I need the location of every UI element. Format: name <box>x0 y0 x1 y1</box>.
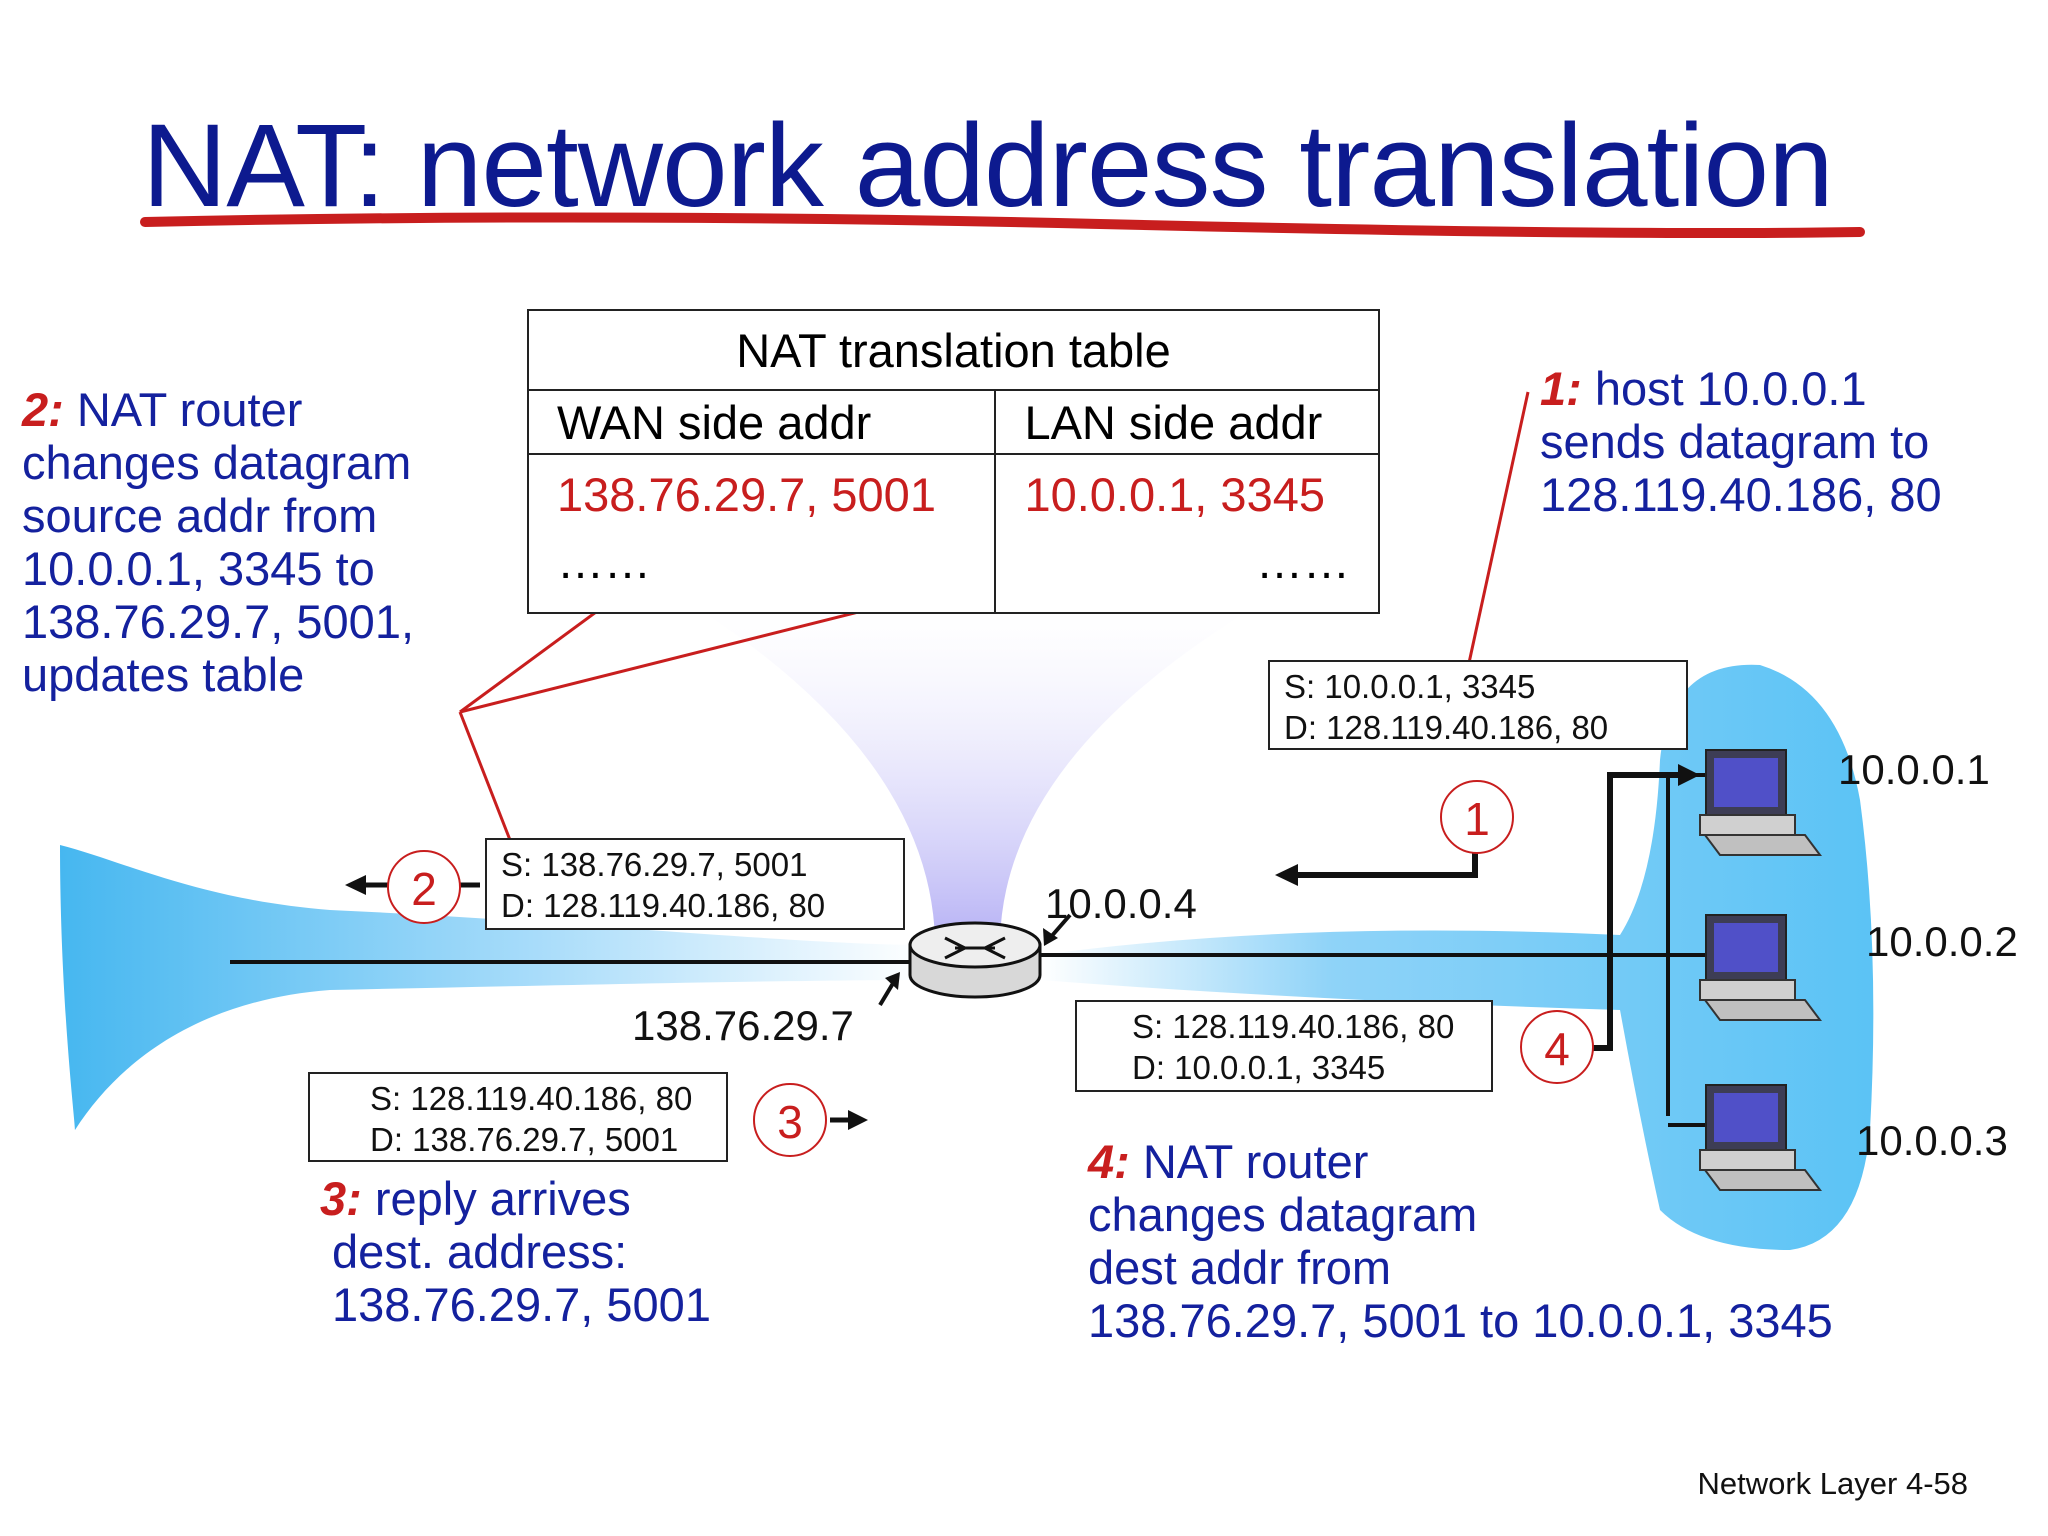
host-1-address: 10.0.0.1 <box>1838 746 1990 793</box>
step-circle-4: 4 <box>1520 1010 1594 1084</box>
footer-section: Network Layer <box>1697 1466 1898 1501</box>
table-cell-wan: 138.76.29.7, 5001 <box>528 454 997 534</box>
lan-cloud <box>1040 664 1874 1250</box>
router-wan-address: 138.76.29.7 <box>632 1002 854 1049</box>
step-2-text: 2: NAT router changes datagram source ad… <box>22 383 415 701</box>
nat-translation-table: NAT translation table WAN side addr LAN … <box>527 309 1380 614</box>
column-header-lan: LAN side addr <box>995 390 1379 455</box>
step-circle-1: 1 <box>1440 780 1514 854</box>
step-circle-3: 3 <box>753 1083 827 1157</box>
title-underline <box>140 212 1865 238</box>
host-computer-icon <box>1699 1084 1822 1191</box>
page-title: NAT: network address translation <box>142 100 1834 232</box>
footer-page-number: 4-58 <box>1905 1466 1968 1501</box>
host-computer-icon <box>1699 914 1822 1021</box>
column-header-wan: WAN side addr <box>528 390 997 455</box>
table-caption: NAT translation table <box>528 310 1379 391</box>
step-4-text: 4: NAT router changes datagram dest addr… <box>1088 1135 1833 1347</box>
packet-1: S: 10.0.0.1, 3345 D: 128.119.40.186, 80 <box>1268 660 1688 750</box>
host-3-address: 10.0.0.3 <box>1856 1117 2008 1164</box>
step-circle-2: 2 <box>387 850 461 924</box>
table-cell-lan: …… <box>1256 535 1350 588</box>
packet-4: S: 128.119.40.186, 80 D: 10.0.0.1, 3345 <box>1075 1000 1493 1092</box>
router-lan-address: 10.0.0.4 <box>1045 880 1197 927</box>
host-2-address: 10.0.0.2 <box>1866 918 2018 965</box>
table-cell-lan: 10.0.0.1, 3345 <box>1024 468 1325 521</box>
host-computer-icon <box>1699 749 1822 856</box>
packet-3: S: 128.119.40.186, 80 D: 138.76.29.7, 50… <box>308 1072 728 1162</box>
wan-horn <box>60 845 925 1130</box>
packet-2: S: 138.76.29.7, 5001 D: 128.119.40.186, … <box>485 838 905 930</box>
router-icon <box>908 921 1042 999</box>
zoom-funnel <box>700 610 1250 940</box>
step-1-text: 1: host 10.0.0.1 sends datagram to 128.1… <box>1540 362 1942 521</box>
slide-footer: Network Layer 4-58 <box>1697 1466 1968 1502</box>
table-cell-wan: …… <box>528 534 997 613</box>
step-3-text: 3: reply arrives dest. address: 138.76.2… <box>320 1172 711 1331</box>
